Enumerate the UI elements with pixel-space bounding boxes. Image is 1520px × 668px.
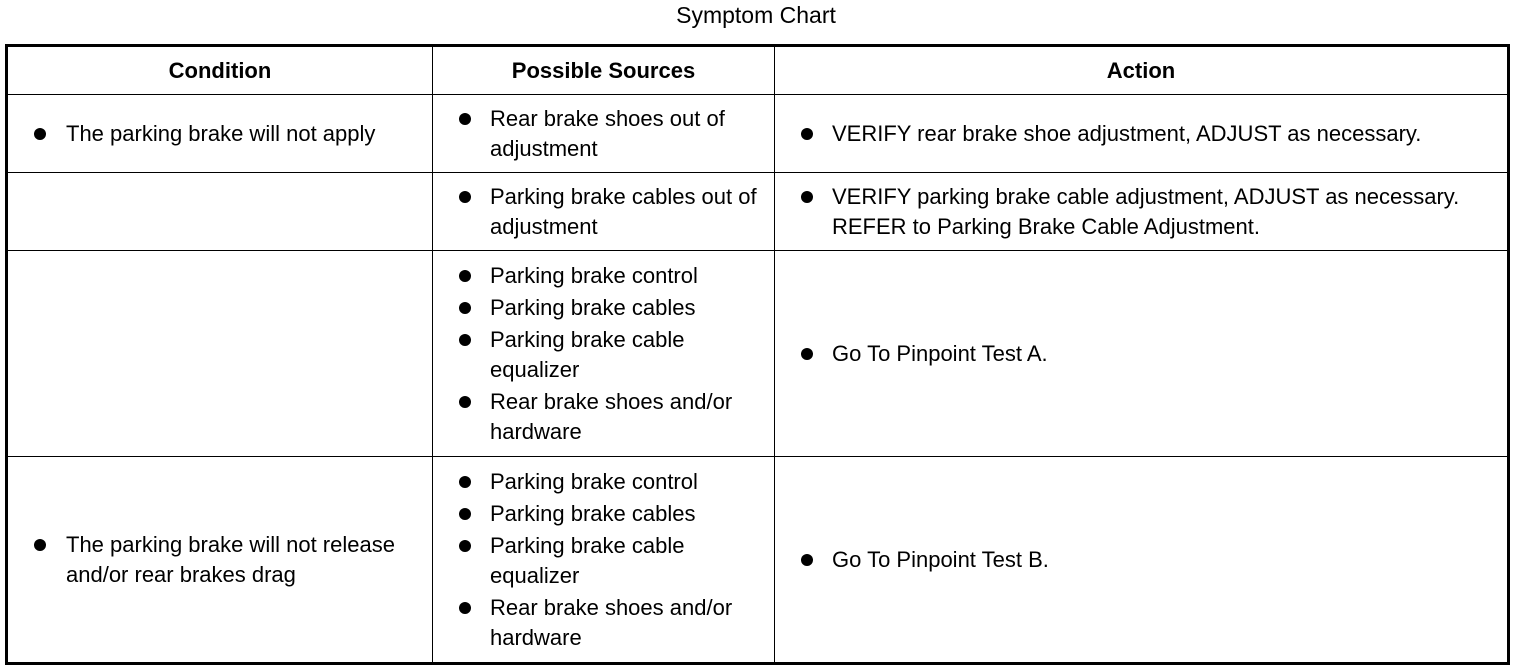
bullet-list: VERIFY rear brake shoe adjustment, ADJUS… — [775, 119, 1507, 149]
list-item-text: Rear brake shoes out of adjustment — [490, 105, 725, 161]
list-item: Parking brake cables — [433, 499, 774, 529]
condition-cell — [6, 250, 433, 457]
list-item-text: Parking brake control — [490, 468, 698, 494]
table-row: Parking brake cables out of adjustment V… — [6, 172, 1509, 251]
bullet-list: The parking brake will not release and/o… — [8, 530, 432, 590]
column-header-action: Action — [774, 45, 1509, 95]
bullet-icon — [801, 190, 813, 203]
bullet-icon — [34, 538, 46, 551]
list-item-text: Rear brake shoes and/or hardware — [490, 388, 733, 444]
list-item: Parking brake cables — [433, 293, 774, 323]
list-item-text: The parking brake will not apply — [66, 120, 376, 146]
list-item-text: VERIFY parking brake cable adjustment, A… — [832, 183, 1460, 239]
bullet-icon — [801, 347, 813, 360]
bullet-icon — [459, 333, 471, 346]
list-item: Parking brake control — [433, 261, 774, 291]
list-item: The parking brake will not release and/o… — [8, 530, 432, 590]
bullet-icon — [801, 127, 813, 140]
list-item: The parking brake will not apply — [8, 119, 432, 149]
list-item-text: The parking brake will not release and/o… — [66, 531, 395, 587]
list-item: Go To Pinpoint Test A. — [775, 339, 1507, 369]
list-item: Parking brake cable equalizer — [433, 531, 774, 591]
bullet-icon — [459, 507, 471, 520]
bullet-icon — [459, 475, 471, 488]
page-title: Symptom Chart — [676, 2, 836, 28]
bullet-list: The parking brake will not apply — [8, 119, 432, 149]
list-item-text: Parking brake control — [490, 262, 698, 288]
condition-cell — [6, 172, 433, 251]
list-item: VERIFY rear brake shoe adjustment, ADJUS… — [775, 119, 1507, 149]
bullet-icon — [34, 127, 46, 140]
bullet-list: Parking brake cables out of adjustment — [433, 182, 774, 242]
bullet-icon — [459, 301, 471, 314]
list-item: Rear brake shoes out of adjustment — [433, 104, 774, 164]
list-item-text: Parking brake cables — [490, 294, 696, 320]
header-row: Condition Possible Sources Action — [6, 45, 1509, 95]
action-cell: Go To Pinpoint Test B. — [774, 456, 1509, 664]
list-item: Go To Pinpoint Test B. — [775, 545, 1507, 575]
list-item: Parking brake cable equalizer — [433, 325, 774, 385]
bullet-icon — [459, 539, 471, 552]
list-item-text: Parking brake cables — [490, 500, 696, 526]
list-item: Rear brake shoes and/or hardware — [433, 387, 774, 447]
list-item-text: Parking brake cable equalizer — [490, 326, 685, 382]
list-item: VERIFY parking brake cable adjustment, A… — [775, 182, 1507, 242]
condition-cell: The parking brake will not apply — [6, 94, 433, 173]
bullet-list: VERIFY parking brake cable adjustment, A… — [775, 182, 1507, 242]
list-item-text: Go To Pinpoint Test B. — [832, 546, 1049, 572]
bullet-icon — [459, 601, 471, 614]
column-header-possible-sources: Possible Sources — [432, 45, 775, 95]
bullet-icon — [459, 112, 471, 125]
sources-cell: Parking brake cables out of adjustment — [432, 172, 775, 251]
list-item: Parking brake control — [433, 467, 774, 497]
list-item-text: Parking brake cable equalizer — [490, 532, 685, 588]
symptom-table: Condition Possible Sources Action The pa… — [5, 44, 1510, 665]
sources-cell: Rear brake shoes out of adjustment — [432, 94, 775, 173]
bullet-list: Rear brake shoes out of adjustment — [433, 104, 774, 164]
bullet-icon — [459, 269, 471, 282]
list-item-text: VERIFY rear brake shoe adjustment, ADJUS… — [832, 120, 1422, 146]
table-row: The parking brake will not release and/o… — [6, 456, 1509, 664]
list-item-text: Parking brake cables out of adjustment — [490, 183, 757, 239]
bullet-list: Go To Pinpoint Test A. — [775, 339, 1507, 369]
list-item-text: Go To Pinpoint Test A. — [832, 340, 1048, 366]
list-item: Rear brake shoes and/or hardware — [433, 593, 774, 653]
action-cell: VERIFY rear brake shoe adjustment, ADJUS… — [774, 94, 1509, 173]
column-header-condition: Condition — [6, 45, 433, 95]
action-cell: VERIFY parking brake cable adjustment, A… — [774, 172, 1509, 251]
bullet-list: Go To Pinpoint Test B. — [775, 545, 1507, 575]
list-item: Parking brake cables out of adjustment — [433, 182, 774, 242]
bullet-icon — [459, 190, 471, 203]
list-item-text: Rear brake shoes and/or hardware — [490, 594, 733, 650]
bullet-icon — [801, 553, 813, 566]
action-cell: Go To Pinpoint Test A. — [774, 250, 1509, 457]
table-row: The parking brake will not apply Rear br… — [6, 94, 1509, 173]
bullet-icon — [459, 395, 471, 408]
condition-cell: The parking brake will not release and/o… — [6, 456, 433, 664]
